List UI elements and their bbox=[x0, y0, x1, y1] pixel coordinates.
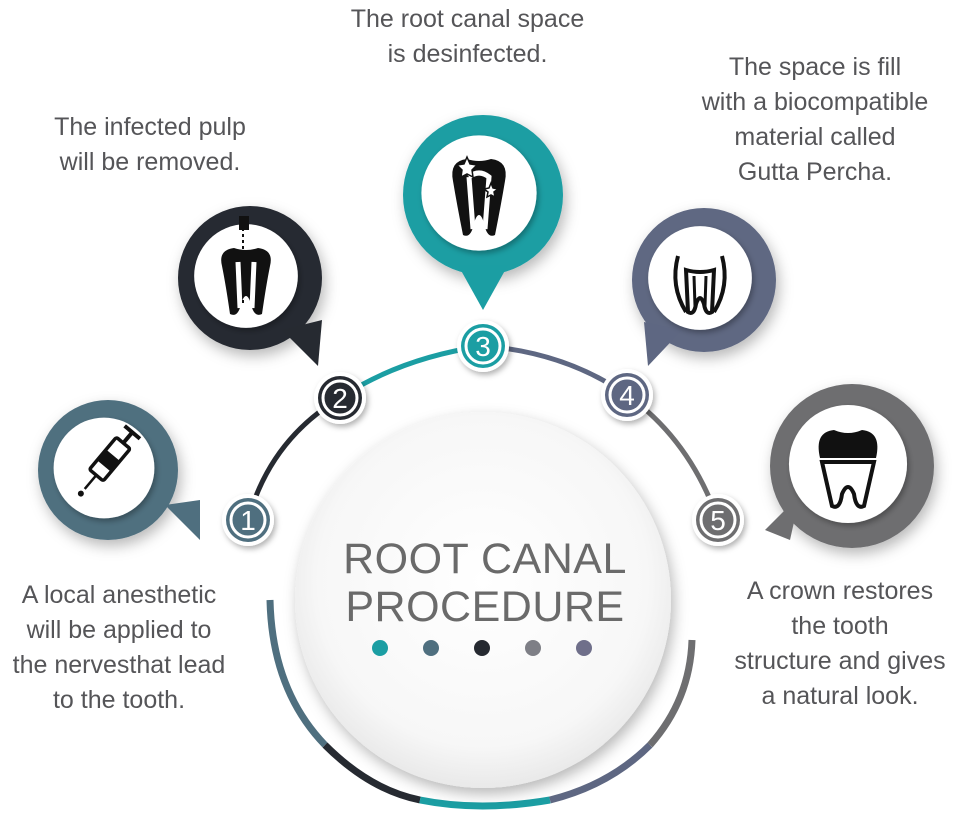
step-1-line: to the tooth. bbox=[52, 686, 186, 714]
ring-segment bbox=[322, 742, 421, 804]
step-4-icon-disc bbox=[648, 226, 752, 330]
ring-segment bbox=[647, 639, 696, 748]
step-badges: 1 2 3 4 5 bbox=[222, 320, 744, 546]
color-dot bbox=[423, 640, 439, 656]
color-dots bbox=[372, 640, 592, 656]
ring-segment bbox=[419, 796, 551, 810]
tooth-crown-icon bbox=[818, 430, 878, 509]
step-2-description: The infected pulp will be removed. bbox=[30, 110, 270, 180]
color-dot bbox=[372, 640, 388, 656]
step-4-line: Gutta Percha. bbox=[737, 158, 893, 186]
step-3-description: The root canal space is desinfected. bbox=[330, 2, 605, 72]
step-1-line: will be applied to bbox=[26, 616, 212, 644]
tooth-drill-icon bbox=[221, 216, 271, 315]
diagram-title: ROOT CANAL PROCEDURE bbox=[300, 535, 670, 631]
ring-segment bbox=[266, 599, 328, 748]
tooth-disinfect-icon bbox=[452, 155, 506, 236]
step-5-line: the tooth bbox=[791, 612, 889, 640]
step-2-line: will be removed. bbox=[59, 148, 241, 176]
step-5-line: A crown restores bbox=[746, 577, 934, 605]
step-3-badge: 3 bbox=[457, 320, 509, 372]
step-3-bubble bbox=[403, 115, 563, 310]
step-2-line: The infected pulp bbox=[54, 113, 246, 141]
step-1-line: A local anesthetic bbox=[21, 581, 217, 609]
step-1-icon-disc bbox=[53, 417, 155, 519]
step-3-bubble-tail bbox=[458, 265, 508, 310]
title-line-1: ROOT CANAL bbox=[343, 535, 627, 583]
step-2-number: 2 bbox=[332, 383, 348, 414]
center-disc bbox=[295, 412, 671, 788]
step-5-line: structure and gives bbox=[734, 647, 946, 675]
step-5-line: a natural look. bbox=[761, 682, 919, 710]
step-1-number: 1 bbox=[240, 505, 256, 536]
step-1-description: A local anesthetic will be applied to th… bbox=[0, 578, 238, 718]
tooth-filling-icon bbox=[673, 255, 727, 315]
step-2-badge: 2 bbox=[314, 372, 366, 424]
ring-segment bbox=[549, 742, 653, 804]
step-2-bubble bbox=[178, 206, 322, 366]
step-4-line: material called bbox=[734, 123, 896, 151]
step-bubbles bbox=[38, 115, 934, 548]
step-5-number: 5 bbox=[710, 505, 726, 536]
step-1-bubble bbox=[38, 400, 200, 540]
step-5-bubble-tail bbox=[765, 495, 800, 540]
step-4-badge: 4 bbox=[601, 369, 653, 421]
step-4-line: The space is fill bbox=[728, 53, 902, 81]
step-5-badge: 5 bbox=[692, 494, 744, 546]
step-1-badge: 1 bbox=[222, 494, 274, 546]
step-2-bubble-tail bbox=[282, 320, 322, 366]
step-3-line: The root canal space bbox=[350, 5, 585, 33]
step-4-bubble bbox=[632, 208, 776, 366]
step-4-description: The space is fill with a biocompatible m… bbox=[680, 50, 950, 190]
step-4-bubble-tail bbox=[644, 322, 682, 366]
color-dot bbox=[576, 640, 592, 656]
color-dot bbox=[474, 640, 490, 656]
step-5-description: A crown restores the tooth structure and… bbox=[716, 574, 964, 714]
syringe-icon bbox=[77, 424, 142, 497]
step-4-line: with a biocompatible bbox=[701, 88, 929, 116]
step-1-bubble-tail bbox=[165, 500, 200, 540]
step-3-line: is desinfected. bbox=[387, 40, 548, 68]
title-line-2: PROCEDURE bbox=[345, 583, 625, 631]
step-4-number: 4 bbox=[619, 380, 635, 411]
step-5-bubble bbox=[765, 384, 934, 548]
step-3-number: 3 bbox=[475, 331, 491, 362]
lower-ring bbox=[266, 599, 696, 810]
step-1-line: the nervesthat lead bbox=[12, 651, 226, 679]
color-dot bbox=[525, 640, 541, 656]
